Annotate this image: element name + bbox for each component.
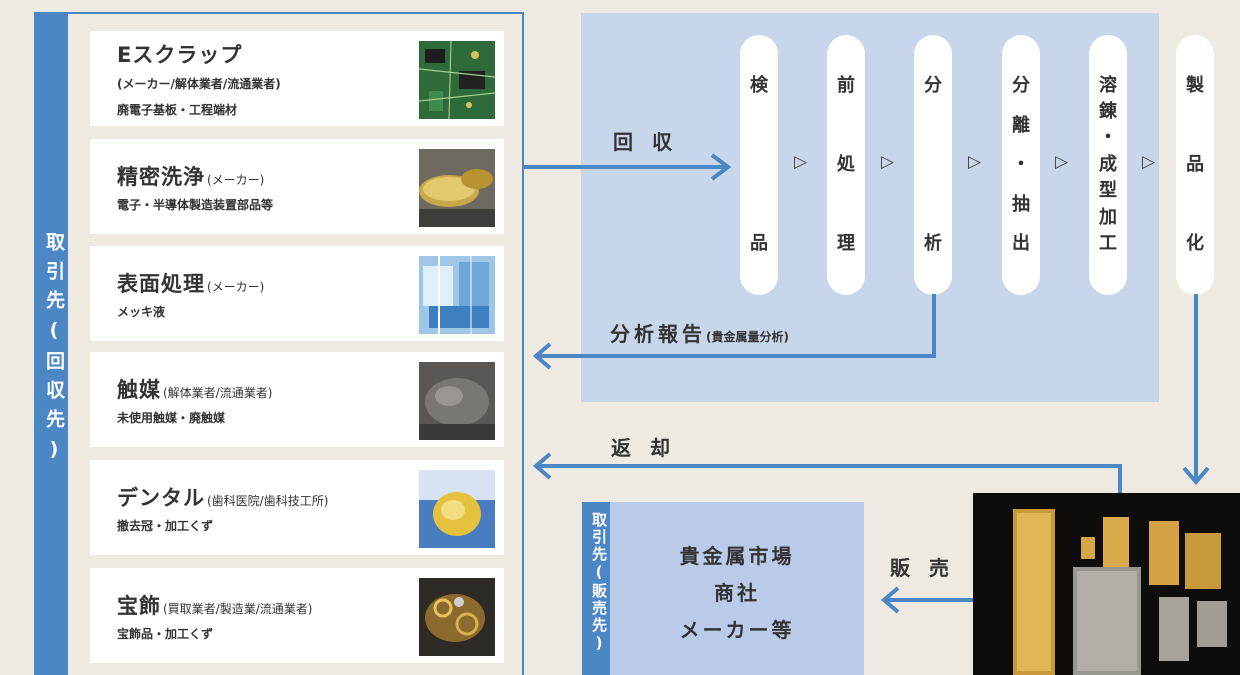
step-smelting: 溶 錬 ・ 成 型 加 工 xyxy=(1089,35,1127,295)
market-line: メーカー等 xyxy=(679,618,795,642)
card-items: 未使用触媒・廃触媒 xyxy=(117,411,226,425)
step-arrow-icon: ▷ xyxy=(1142,152,1156,172)
return-arrow-icon xyxy=(532,452,1122,494)
report-label: 分析報告(貴金属量分析) xyxy=(610,322,789,346)
report-arrow-icon xyxy=(532,294,936,370)
step-char: ・ xyxy=(1012,154,1030,175)
dental-crown-photo xyxy=(419,470,495,548)
jewelry-photo xyxy=(419,578,495,656)
card-title: 触媒(解体業者/流通業者) xyxy=(117,378,273,402)
process-panel xyxy=(581,13,1159,402)
card-items: 廃電子基板・工程端材 xyxy=(117,103,238,117)
market-box xyxy=(610,502,864,675)
card-title: Eスクラップ xyxy=(117,43,243,67)
step-char: 型 xyxy=(1099,180,1117,201)
card-suppliers: (メーカー/解体業者/流通業者) xyxy=(117,77,281,91)
step-char: ・ xyxy=(1099,127,1117,148)
step-char: 理 xyxy=(837,233,855,254)
supplier-band xyxy=(34,12,68,675)
collect-arrow-icon xyxy=(524,153,732,181)
step-char: 工 xyxy=(1099,233,1117,254)
card-jewelry: 宝飾(買取業者/製造業/流通業者) 宝飾品・加工くず xyxy=(90,568,504,663)
step-char: 化 xyxy=(1186,233,1204,254)
card-surface-treatment: 表面処理(メーカー) メッキ液 xyxy=(90,246,504,341)
gold-disc-parts-photo xyxy=(419,149,495,227)
catalyst-photo xyxy=(419,362,495,440)
market-line: 貴金属市場 xyxy=(679,544,795,568)
step-char: 成 xyxy=(1099,154,1117,175)
product-down-arrow-icon xyxy=(1182,294,1210,486)
sales-arrow-icon xyxy=(880,586,974,614)
step-char: 品 xyxy=(750,233,768,254)
step-separation: 分 離 ・ 抽 出 xyxy=(1002,35,1040,295)
step-char: 製 xyxy=(1186,75,1204,96)
card-title: デンタル(歯科医院/歯科技工所) xyxy=(117,486,329,510)
collect-label: 回 収 xyxy=(613,130,678,154)
step-char: 品 xyxy=(1186,154,1204,175)
supplier-band-label: 取引先(回収先) xyxy=(43,232,65,470)
card-title: 精密洗浄(メーカー) xyxy=(117,165,265,189)
market-band xyxy=(582,502,610,675)
card-dental: デンタル(歯科医院/歯科技工所) 撤去冠・加工くず xyxy=(90,460,504,555)
step-pretreatment: 前 処 理 xyxy=(827,35,865,295)
circuit-board-photo xyxy=(418,40,496,120)
step-char: 析 xyxy=(924,233,942,254)
step-char: 処 xyxy=(837,154,855,175)
step-char: 出 xyxy=(1012,233,1030,254)
step-productization: 製 品 化 xyxy=(1176,35,1214,295)
step-char: 溶 xyxy=(1099,75,1117,96)
step-char: 加 xyxy=(1099,207,1117,228)
card-precision-cleaning: 精密洗浄(メーカー) 電子・半導体製造装置部品等 xyxy=(90,139,504,234)
sales-label: 販 売 xyxy=(890,556,955,580)
step-analysis: 分 析 xyxy=(914,35,952,295)
precious-metal-ingots-photo xyxy=(973,493,1240,675)
step-char: 検 xyxy=(750,75,768,96)
card-items: メッキ液 xyxy=(117,305,166,319)
plating-bath-photo xyxy=(419,256,495,334)
card-e-scrap: Eスクラップ (メーカー/解体業者/流通業者) 廃電子基板・工程端材 xyxy=(90,31,504,126)
step-char: 離 xyxy=(1012,115,1030,136)
step-char: 錬 xyxy=(1099,101,1117,122)
return-label: 返 却 xyxy=(611,436,676,460)
card-items: 宝飾品・加工くず xyxy=(117,627,214,641)
step-arrow-icon: ▷ xyxy=(1055,152,1069,172)
step-char: 前 xyxy=(837,75,855,96)
step-inspection: 検 品 xyxy=(740,35,778,295)
card-title: 宝飾(買取業者/製造業/流通業者) xyxy=(117,594,313,618)
card-catalyst: 触媒(解体業者/流通業者) 未使用触媒・廃触媒 xyxy=(90,352,504,447)
card-title: 表面処理(メーカー) xyxy=(117,272,265,296)
step-char: 抽 xyxy=(1012,194,1030,215)
market-line: 商社 xyxy=(714,581,760,605)
market-band-label: 取引先(販売先) xyxy=(590,512,608,654)
step-arrow-icon: ▷ xyxy=(881,152,895,172)
card-items: 電子・半導体製造装置部品等 xyxy=(117,198,274,212)
step-char: 分 xyxy=(1012,75,1030,96)
step-arrow-icon: ▷ xyxy=(968,152,982,172)
step-char: 分 xyxy=(924,75,942,96)
step-arrow-icon: ▷ xyxy=(794,152,808,172)
card-items: 撤去冠・加工くず xyxy=(117,519,214,533)
